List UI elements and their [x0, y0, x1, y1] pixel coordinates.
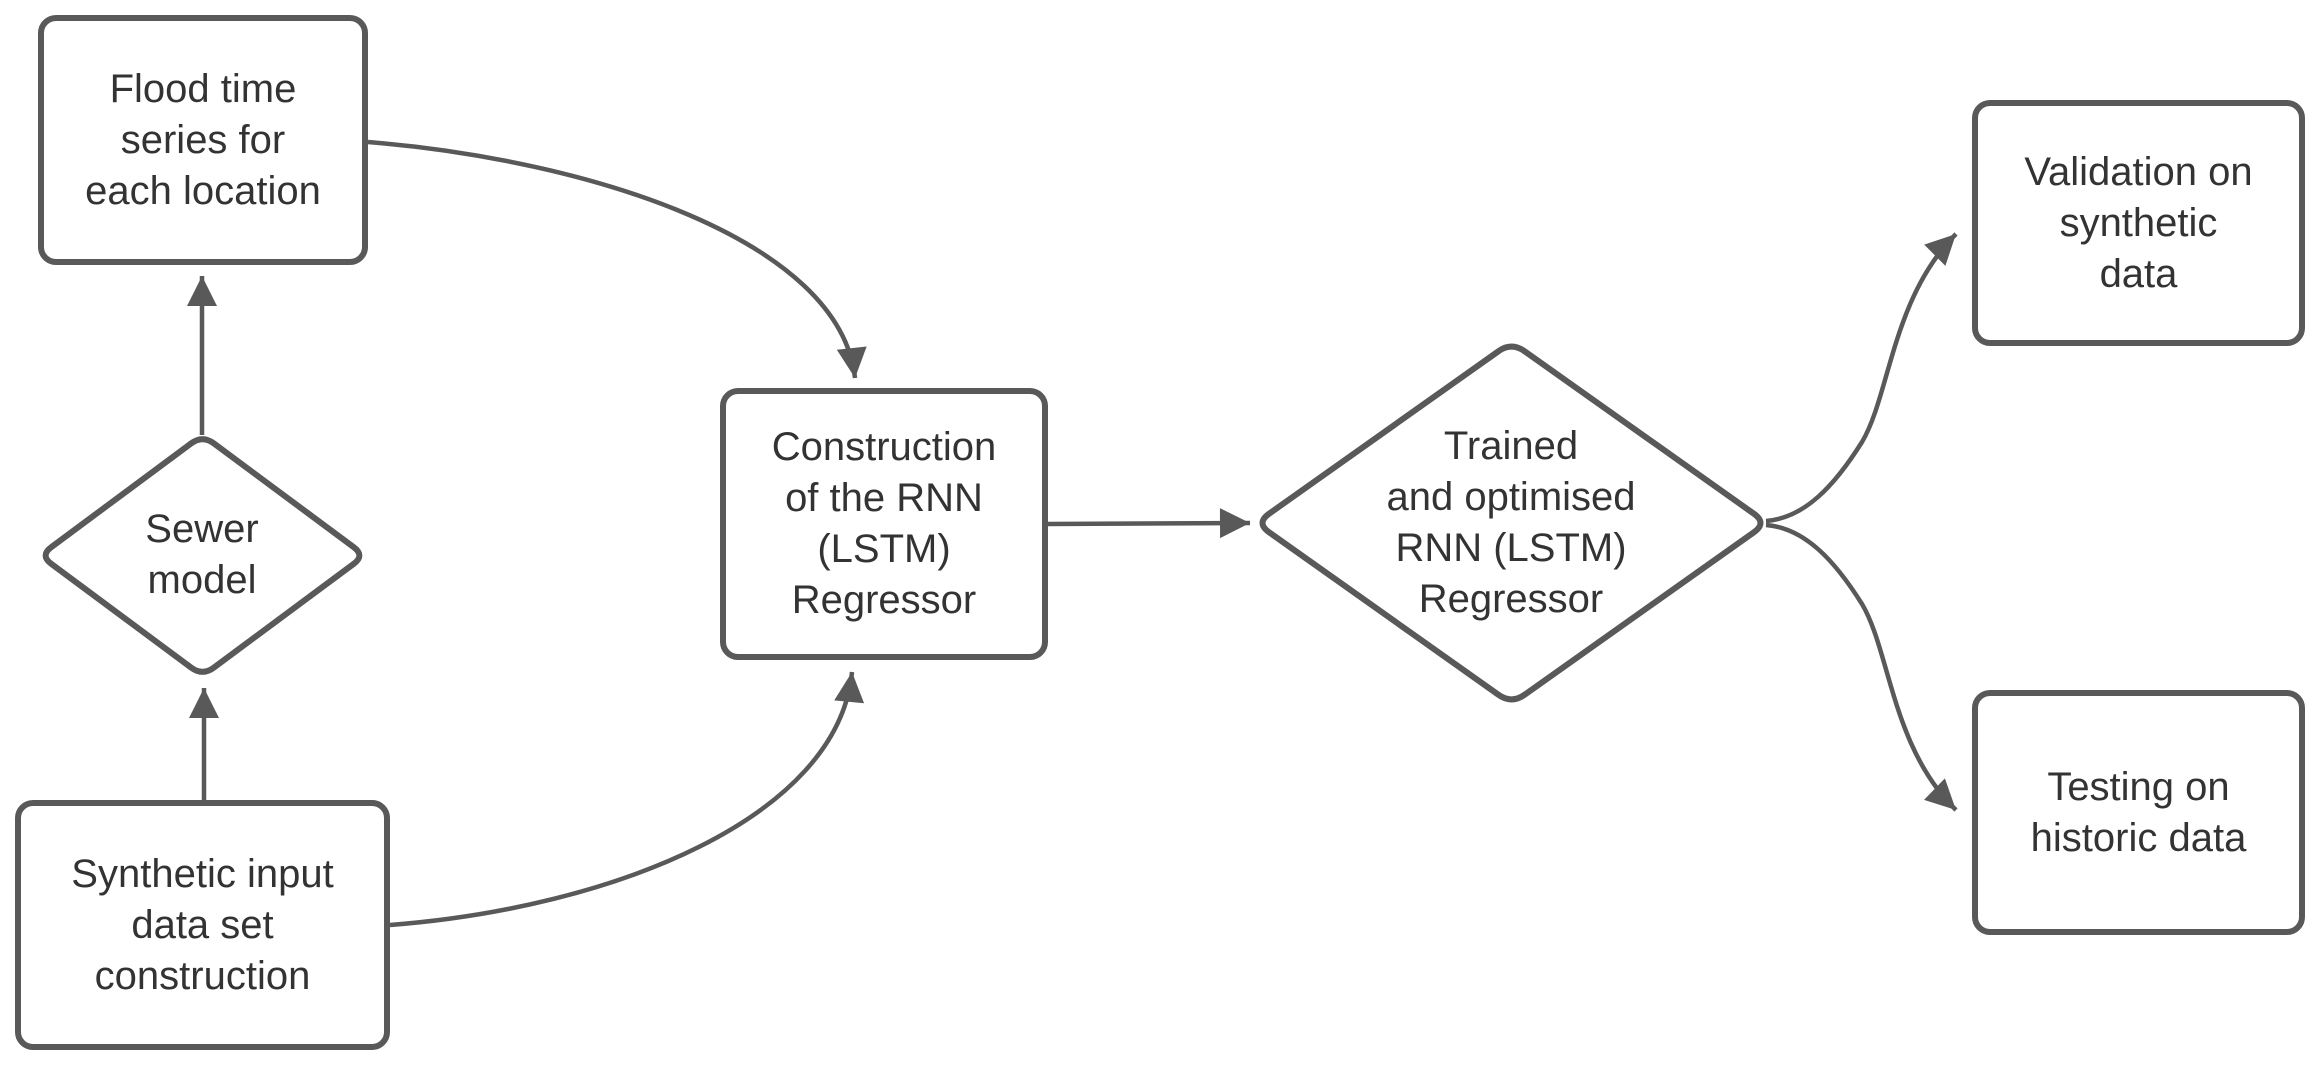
node-trained-regressor-diamond: [1259, 343, 1764, 703]
edge-trained-to-testing: [1765, 522, 1958, 812]
node-flood-time-series: Flood time series for each location: [38, 15, 368, 265]
edge-flood-to-construction: [367, 139, 867, 379]
node-validation-synthetic: Validation on synthetic data: [1972, 100, 2305, 346]
edge-synthetic-to-construction: [389, 671, 865, 928]
node-synthetic-input: Synthetic input data set construction: [15, 800, 390, 1050]
node-sewer-model-diamond: [42, 436, 363, 675]
node-construction-rnn: Construction of the RNN (LSTM) Regressor: [720, 388, 1048, 660]
node-testing-historic: Testing on historic data: [1972, 690, 2305, 935]
edge-construction-to-trained: [1047, 508, 1251, 539]
edge-trained-to-validation: [1765, 232, 1958, 524]
